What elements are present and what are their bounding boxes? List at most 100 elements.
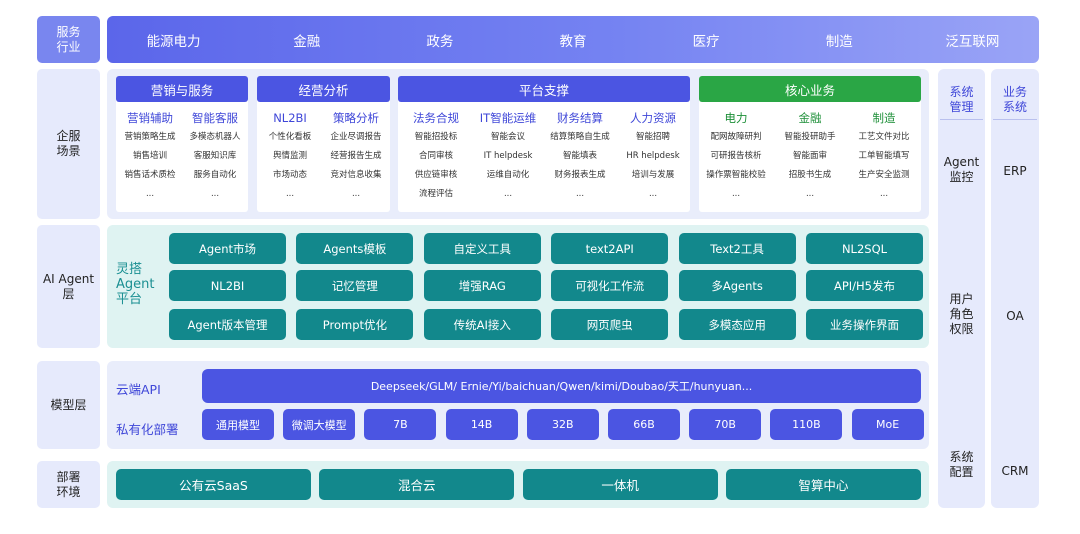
cloud-api-label: 云端API bbox=[116, 382, 161, 397]
scenario-column: 策略分析企业尽调报告经营报告生成竞对信息收集... bbox=[323, 111, 389, 208]
scenario-item: 智能投研助手 bbox=[784, 132, 836, 142]
row-header-model: 模型层 bbox=[37, 361, 100, 449]
agent-feature-button: NL2SQL bbox=[806, 233, 923, 264]
industry-item: 医疗 bbox=[692, 33, 720, 50]
scenario-column: 法务合规智能招投标合同审核供应链审核流程评估 bbox=[401, 111, 471, 208]
agent-feature-button: Agent版本管理 bbox=[169, 309, 286, 340]
system-mgmt-column bbox=[938, 69, 985, 508]
scenario-item: 结算策略自生成 bbox=[550, 132, 610, 142]
scenario-item: 招股书生成 bbox=[788, 170, 832, 180]
agent-feature-button: 传统AI接入 bbox=[423, 309, 541, 340]
scenario-column: 制造工艺文件对比工单智能填写生产安全监测... bbox=[849, 111, 919, 208]
system-mgmt-title: 系统 管理 bbox=[940, 85, 983, 120]
scenario-item: 市场动态 bbox=[272, 170, 307, 180]
scenario-item: 竞对信息收集 bbox=[330, 170, 382, 180]
scenario-column: 营销辅助营销策略生成销售培训销售话术质检... bbox=[119, 111, 181, 208]
deploy-option: 一体机 bbox=[522, 469, 718, 500]
scenario-item: ... bbox=[210, 189, 220, 199]
scenario-title: 人力资源 bbox=[630, 111, 676, 125]
scenario-item: 营销策略生成 bbox=[124, 132, 176, 142]
agent-feature-button: 可视化工作流 bbox=[551, 270, 669, 301]
scenario-title: 智能客服 bbox=[192, 111, 238, 125]
scenario-item: 培训与发展 bbox=[631, 170, 675, 180]
group-core-title: 核心业务 bbox=[699, 76, 921, 102]
scenario-item: 工单智能填写 bbox=[858, 151, 910, 161]
scenario-column: IT智能运维智能会议 IT helpdesk 运维自动化... bbox=[473, 111, 543, 208]
scenario-item: ... bbox=[648, 189, 658, 199]
scenario-item: 流程评估 bbox=[418, 189, 453, 199]
scenario-item: 智能填表 bbox=[562, 151, 597, 161]
industry-band: 能源电力金融政务教育医疗制造泛互联网 bbox=[107, 16, 1039, 63]
agent-feature-button: 多Agents bbox=[678, 270, 796, 301]
scenario-title: 财务结算 bbox=[557, 111, 603, 125]
agent-feature-button: 多模态应用 bbox=[678, 309, 796, 340]
deploy-option: 智算中心 bbox=[725, 469, 921, 500]
scenario-item: ... bbox=[503, 189, 513, 199]
private-model-item: 微调大模型 bbox=[283, 409, 356, 440]
scenario-item: 个性化看板 bbox=[268, 132, 312, 142]
scenario-item: 配网故障研判 bbox=[710, 132, 762, 142]
scenario-item: 可研报告核析 bbox=[710, 151, 762, 161]
business-sys-column bbox=[991, 69, 1039, 508]
business-sys-title: 业务 系统 bbox=[993, 85, 1037, 120]
scenario-item: 智能招聘 bbox=[635, 132, 670, 142]
scenario-item: 合同审核 bbox=[418, 151, 453, 161]
oa-label: OA bbox=[1006, 309, 1024, 323]
private-model-item: 110B bbox=[770, 409, 843, 440]
private-model-item: 70B bbox=[689, 409, 762, 440]
industry-item: 制造 bbox=[825, 33, 853, 50]
scenario-title: 策略分析 bbox=[333, 111, 379, 125]
scenario-item: ... bbox=[575, 189, 585, 199]
deploy-option: 公有云SaaS bbox=[116, 469, 311, 500]
scenario-item: 销售培训 bbox=[132, 151, 167, 161]
scenario-column: 智能客服多模态机器人客服知识库服务自动化... bbox=[184, 111, 246, 208]
scenario-item: ... bbox=[145, 189, 155, 199]
erp-label: ERP bbox=[1003, 164, 1027, 178]
scenario-item: 生产安全监测 bbox=[858, 170, 910, 180]
scenario-title: 制造 bbox=[872, 111, 896, 125]
user-role-permission-label: 用户 角色 权限 bbox=[949, 292, 974, 336]
agent-feature-button: API/H5发布 bbox=[806, 270, 923, 301]
scenario-title: IT智能运维 bbox=[479, 111, 537, 125]
group-marketing-title: 营销与服务 bbox=[116, 76, 248, 102]
scenario-item: 智能会议 bbox=[490, 132, 525, 142]
scenario-column: NL2BI 个性化看板舆情监测市场动态... bbox=[259, 111, 321, 208]
scenario-item: ... bbox=[805, 189, 815, 199]
agent-feature-button: 自定义工具 bbox=[423, 233, 541, 264]
industry-item: 教育 bbox=[559, 33, 587, 50]
scenario-item: 智能面审 bbox=[792, 151, 827, 161]
private-model-item: 14B bbox=[445, 409, 518, 440]
agent-feature-button: NL2BI bbox=[169, 270, 286, 301]
scenario-item: 多模态机器人 bbox=[189, 132, 241, 142]
scenario-item: 供应链审核 bbox=[414, 170, 458, 180]
scenario-title: 营销辅助 bbox=[127, 111, 173, 125]
row-header-agent: AI Agent 层 bbox=[37, 225, 100, 348]
scenario-item: ... bbox=[285, 189, 295, 199]
scenario-title: NL2BI bbox=[273, 111, 307, 125]
scenario-item: 工艺文件对比 bbox=[858, 132, 910, 142]
scenario-column: 金融智能投研助手智能面审招股书生成... bbox=[774, 111, 846, 208]
row-header-enterprise: 企服 场景 bbox=[37, 69, 100, 219]
agent-feature-button: 增强RAG bbox=[423, 270, 541, 301]
agent-feature-button: Agent市场 bbox=[169, 233, 286, 264]
private-model-item: 通用模型 bbox=[202, 409, 274, 440]
scenario-item: 运维自动化 bbox=[486, 170, 530, 180]
scenario-item: 企业尽调报告 bbox=[330, 132, 382, 142]
scenario-title: 电力 bbox=[724, 111, 748, 125]
private-deploy-label: 私有化部署 bbox=[116, 422, 179, 437]
system-config-label: 系统 配置 bbox=[949, 450, 974, 479]
private-model-item: 66B bbox=[608, 409, 680, 440]
agent-feature-button: Agents模板 bbox=[296, 233, 414, 264]
scenario-item: IT helpdesk bbox=[483, 151, 533, 161]
deploy-option: 混合云 bbox=[319, 469, 515, 500]
scenario-item: 舆情监测 bbox=[272, 151, 307, 161]
row-header-deploy: 部署 环境 bbox=[37, 461, 100, 508]
agent-feature-button: 网页爬虫 bbox=[551, 309, 669, 340]
industry-item: 政务 bbox=[426, 33, 454, 50]
scenario-column: 财务结算结算策略自生成智能填表财务报表生成... bbox=[544, 111, 616, 208]
agent-feature-button: Prompt优化 bbox=[296, 309, 414, 340]
agent-platform-label: 灵搭 Agent 平台 bbox=[116, 262, 155, 307]
scenario-item: ... bbox=[879, 189, 889, 199]
private-model-item: 7B bbox=[364, 409, 437, 440]
